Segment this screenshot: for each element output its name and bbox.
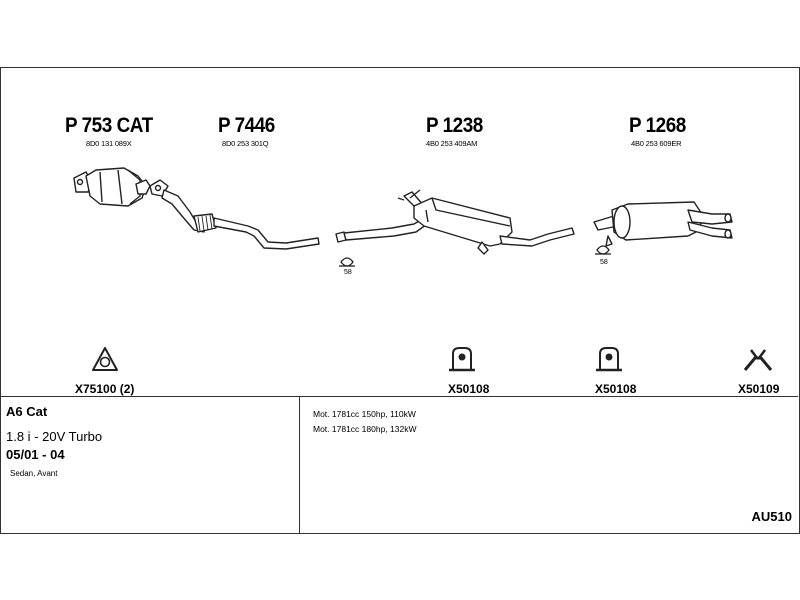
info-divider-horizontal: [0, 396, 798, 397]
part-number-front-pipe: P 7446: [218, 114, 275, 137]
oem-number-front-pipe: 8D0 253 301Q: [222, 139, 269, 148]
vehicle-body: Sedan, Avant: [10, 469, 58, 478]
part-number-rear-silencer: P 1268: [629, 114, 686, 137]
accessory-label-hanger-2: X50108: [595, 382, 637, 396]
vehicle-model: A6 Cat: [6, 404, 48, 419]
exhaust-system-sheet: [0, 67, 800, 534]
engine-note-2: Mot. 1781cc 180hp, 132kW: [313, 424, 417, 434]
hanger-ref-rear: 58: [600, 259, 608, 266]
accessory-label-hanger-1: X50108: [448, 382, 490, 396]
rubber-hanger-icon: [449, 347, 475, 372]
vehicle-engine: 1.8 i - 20V Turbo: [6, 429, 103, 444]
engine-note-1: Mot. 1781cc 150hp, 110kW: [313, 409, 416, 419]
oem-number-center-silencer: 4B0 253 409AM: [426, 139, 478, 148]
info-divider-vertical: [299, 397, 300, 534]
gasket-icon: [92, 347, 118, 371]
bracket-icon: [743, 349, 773, 371]
rubber-hanger-icon: [596, 347, 622, 372]
accessory-label-bracket: X50109: [738, 382, 780, 396]
oem-number-rear-silencer: 4B0 253 609ER: [631, 139, 682, 148]
hanger-ref-front: 58: [344, 269, 352, 276]
accessory-label-gasket: X75100 (2): [75, 382, 135, 396]
diagram-code: AU510: [751, 509, 792, 524]
part-number-center-silencer: P 1238: [426, 114, 483, 137]
oem-number-catalyst: 8D0 131 089X: [86, 139, 132, 148]
vehicle-years: 05/01 - 04: [6, 447, 65, 462]
part-number-catalyst: P 753 CAT: [65, 114, 153, 137]
